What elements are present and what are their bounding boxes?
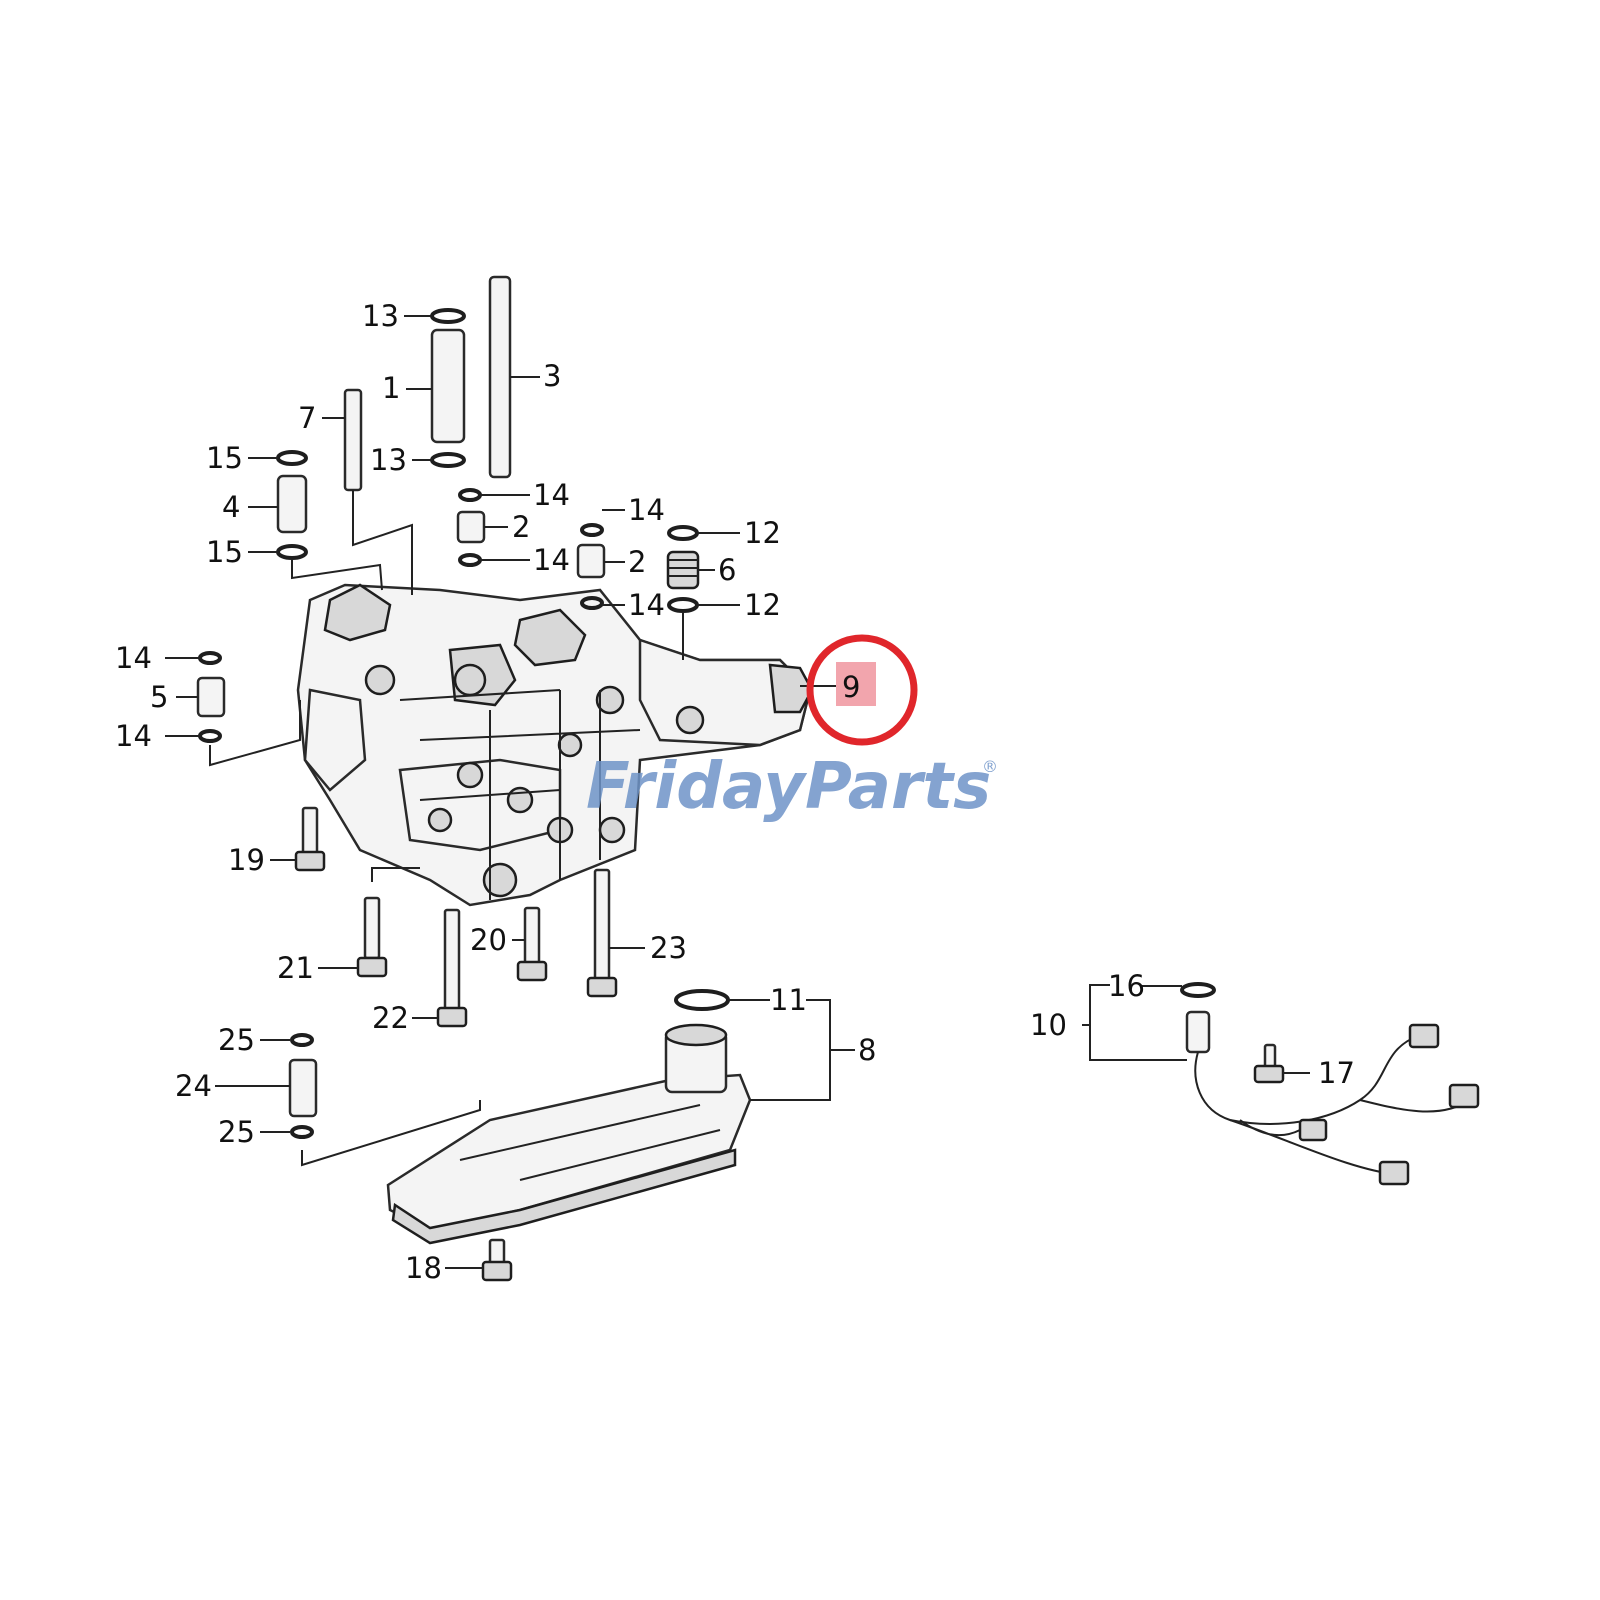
callout-22: 22 [372, 1001, 409, 1035]
callout-8: 8 [858, 1033, 876, 1067]
watermark-registered-mark: ® [982, 757, 998, 776]
callout-11: 11 [770, 983, 807, 1017]
callout-16: 16 [1108, 969, 1145, 1003]
callout-17: 17 [1318, 1056, 1355, 1090]
callout-10: 10 [1030, 1008, 1067, 1042]
sleeve-2a [456, 488, 486, 567]
callout-3: 3 [543, 359, 561, 393]
sleeve-24 [288, 1033, 318, 1139]
callout-6: 6 [718, 553, 736, 587]
highlight-fill [836, 662, 876, 706]
harness-10 [1180, 982, 1480, 1186]
callout-15-bottom: 15 [206, 535, 243, 569]
watermark-word-friday: Friday [586, 750, 807, 824]
spring-6 [666, 525, 700, 613]
callout-9: 9 [842, 670, 860, 704]
callout-1: 1 [382, 371, 400, 405]
callout-4: 4 [222, 490, 240, 524]
callout-19: 19 [228, 843, 265, 877]
highlight-marker [806, 634, 918, 746]
callout-18: 18 [405, 1251, 442, 1285]
filter-8 [386, 989, 752, 1245]
callout-21: 21 [277, 951, 314, 985]
callout-2-b: 2 [628, 545, 646, 579]
pin-7 [343, 388, 363, 492]
callout-13-top: 13 [362, 299, 399, 333]
bolt-21 [356, 896, 388, 978]
callout-14-d: 14 [628, 588, 665, 622]
callout-labels: 13 1 3 7 13 15 4 15 14 2 14 14 2 14 12 6… [115, 299, 1355, 1285]
callout-2-a: 2 [512, 510, 530, 544]
bolt-22 [436, 908, 468, 1028]
callout-12-bottom: 12 [744, 588, 781, 622]
callout-14-f: 14 [115, 719, 152, 753]
sleeve-4 [276, 450, 308, 560]
sleeve-1 [430, 308, 466, 468]
callout-25-bottom: 25 [218, 1115, 255, 1149]
callout-20: 20 [470, 923, 507, 957]
highlight-ring [806, 634, 918, 746]
callout-15-top: 15 [206, 441, 243, 475]
callout-25-top: 25 [218, 1023, 255, 1057]
bolt-23 [586, 868, 618, 998]
sleeve-2b [576, 523, 606, 610]
bolt-19 [294, 806, 326, 872]
callout-14-e: 14 [115, 641, 152, 675]
callout-14-b: 14 [533, 543, 570, 577]
watermark-logo: FridayParts ® [586, 750, 998, 824]
pin-3 [488, 275, 512, 479]
bolt-20 [516, 906, 548, 982]
callout-13-lower: 13 [370, 443, 407, 477]
leader-lines [165, 315, 1310, 1269]
callout-5: 5 [150, 680, 168, 714]
watermark-word-parts: Parts [805, 750, 991, 824]
callout-14-c: 14 [628, 493, 665, 527]
callout-14-a: 14 [533, 478, 570, 512]
bolt-18 [481, 1238, 513, 1282]
callout-12-top: 12 [744, 516, 781, 550]
callout-24: 24 [175, 1069, 212, 1103]
bolt-17 [1253, 1043, 1285, 1084]
svg-text:FridayParts: FridayParts [586, 750, 991, 824]
callout-23: 23 [650, 931, 687, 965]
sleeve-5 [196, 651, 226, 743]
valve-body-assembly [296, 583, 814, 907]
callout-7: 7 [298, 401, 316, 435]
